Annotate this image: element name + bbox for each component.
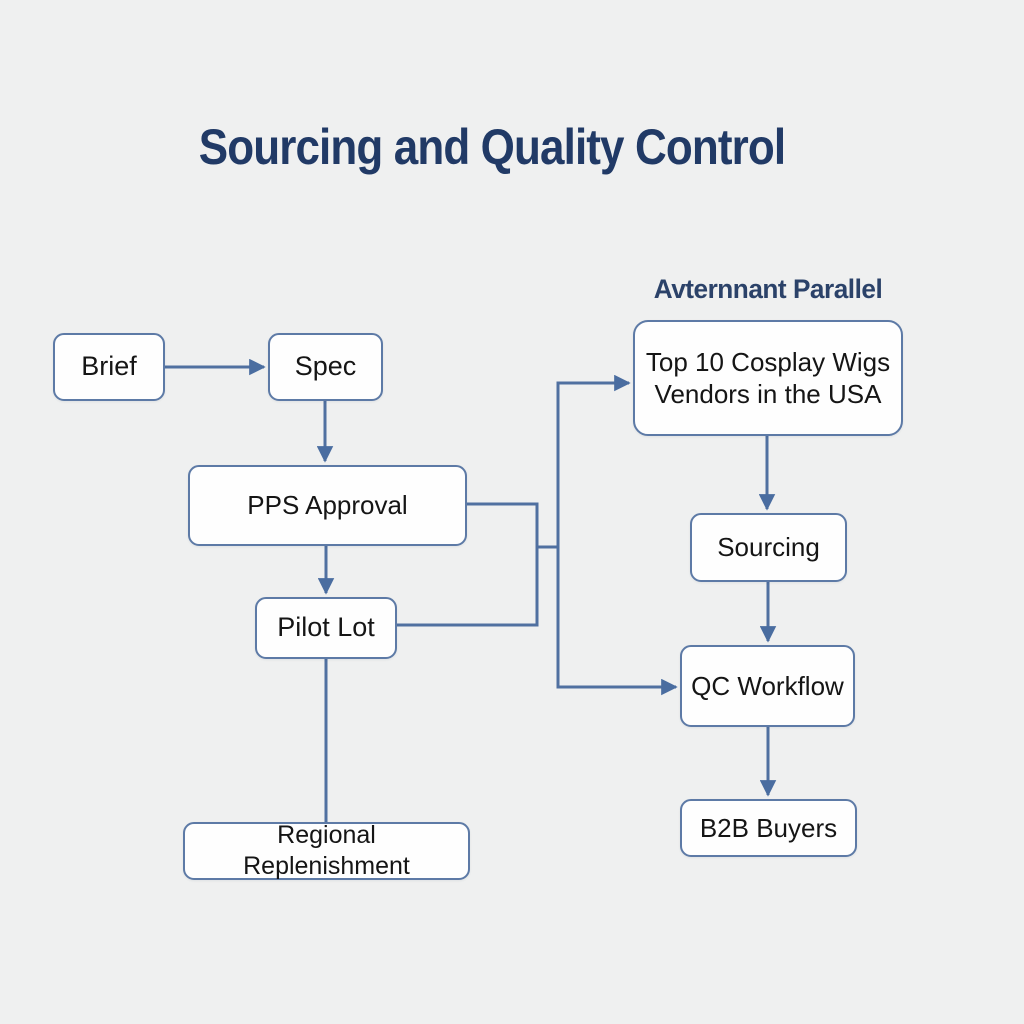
node-pps-approval: PPS Approval <box>188 465 467 546</box>
node-pilot-lot-label: Pilot Lot <box>277 612 375 643</box>
node-regional-replenishment: Regional Replenishment <box>183 820 470 880</box>
edge-merge-qc-workflow <box>556 383 678 696</box>
node-spec: Spec <box>268 333 383 401</box>
node-qc-workflow: QC Workflow <box>680 645 855 727</box>
node-pps-approval-label: PPS Approval <box>247 490 408 521</box>
edge-merge-pps-pilot <box>397 502 539 627</box>
parallel-branch-heading: Avternnant Parallel <box>653 274 883 304</box>
edge-merge-top-10-vendors <box>556 374 631 687</box>
node-sourcing: Sourcing <box>690 513 847 582</box>
node-top-10-vendors-label: Top 10 Cosplay Wigs Vendors in the USA <box>645 346 891 410</box>
node-top-10-vendors: Top 10 Cosplay Wigs Vendors in the USA <box>633 320 903 436</box>
node-regional-replenishment-label: Regional Replenishment <box>243 820 410 880</box>
node-qc-workflow-label: QC Workflow <box>691 670 844 701</box>
node-sourcing-label: Sourcing <box>717 532 820 563</box>
node-brief-label: Brief <box>81 351 137 382</box>
node-b2b-buyers: B2B Buyers <box>680 799 857 857</box>
node-spec-label: Spec <box>294 351 357 382</box>
page-title: Sourcing and Quality Control <box>198 119 786 175</box>
node-brief: Brief <box>53 333 165 401</box>
node-b2b-buyers-label: B2B Buyers <box>699 812 838 843</box>
node-pilot-lot: Pilot Lot <box>255 597 397 659</box>
